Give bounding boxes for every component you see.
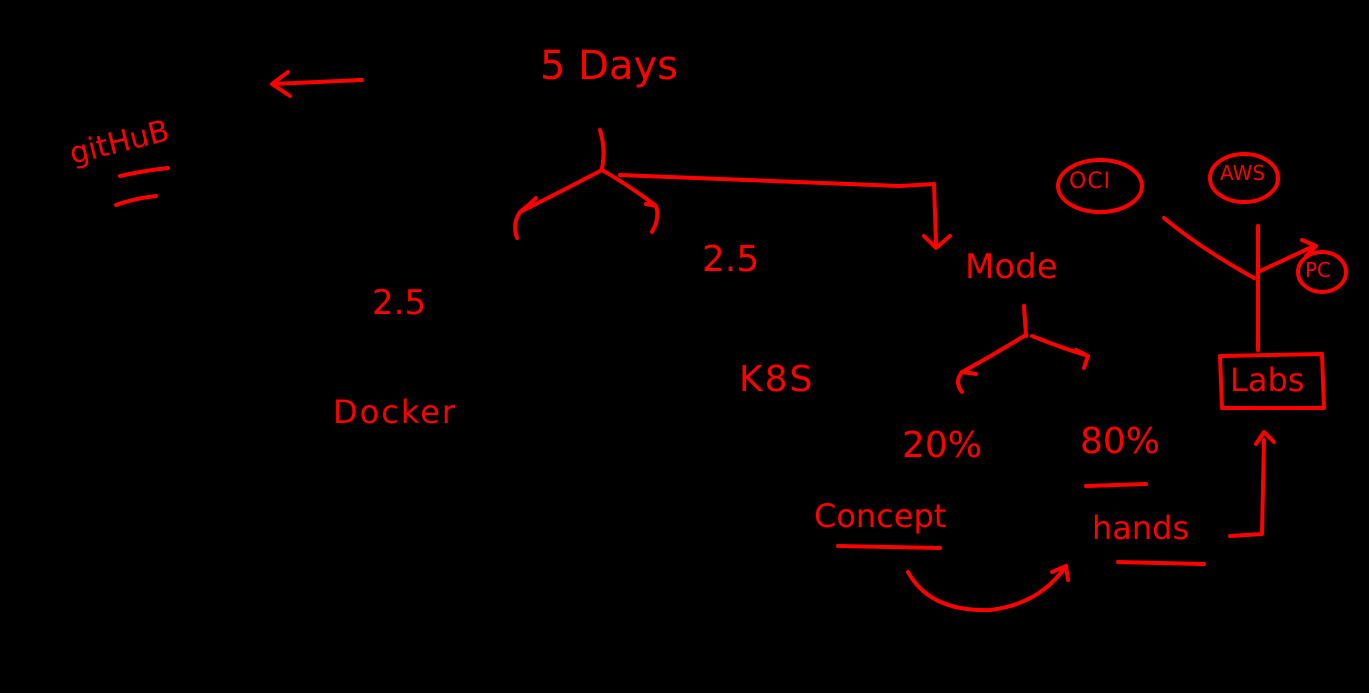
hands-to-labs-arrow (1228, 430, 1276, 538)
mode-label: Mode (965, 247, 1058, 287)
concept-to-hands-arrow (906, 564, 1070, 613)
docker-label: Docker (333, 393, 458, 431)
hands-percent: 80% (1080, 421, 1161, 462)
hands-percent-underline (1084, 482, 1148, 488)
labs-label: Labs (1230, 361, 1305, 399)
pc-label: PC (1305, 258, 1332, 282)
oci-label: OCI (1069, 169, 1112, 194)
oci-link (1162, 216, 1256, 280)
hands-label: hands (1092, 509, 1190, 547)
github-arrow (270, 70, 364, 98)
topic-title: 5 Days (540, 43, 678, 89)
concept-label: Concept (814, 497, 947, 535)
k8s-hours: 2.5 (702, 239, 760, 280)
k8s-branch (600, 168, 660, 234)
aws-label: AWS (1220, 161, 1266, 185)
labs-box (1218, 352, 1326, 410)
concept-percent: 20% (902, 425, 983, 466)
docker-hours: 2.5 (372, 283, 427, 323)
hands-branch (1030, 334, 1090, 370)
pc-link (1256, 238, 1318, 274)
title-trunk (598, 128, 606, 170)
docker-branch (513, 168, 604, 240)
mode-connector (618, 173, 952, 250)
github-underline (114, 166, 170, 207)
hands-underline (1116, 560, 1206, 566)
k8s-label: K8S (739, 359, 815, 400)
oci-ellipse (1056, 158, 1144, 214)
concept-branch (956, 334, 1026, 394)
concept-underline (836, 544, 942, 550)
aws-ellipse (1208, 152, 1280, 204)
mode-trunk (1022, 304, 1028, 338)
pc-ellipse (1296, 250, 1348, 294)
